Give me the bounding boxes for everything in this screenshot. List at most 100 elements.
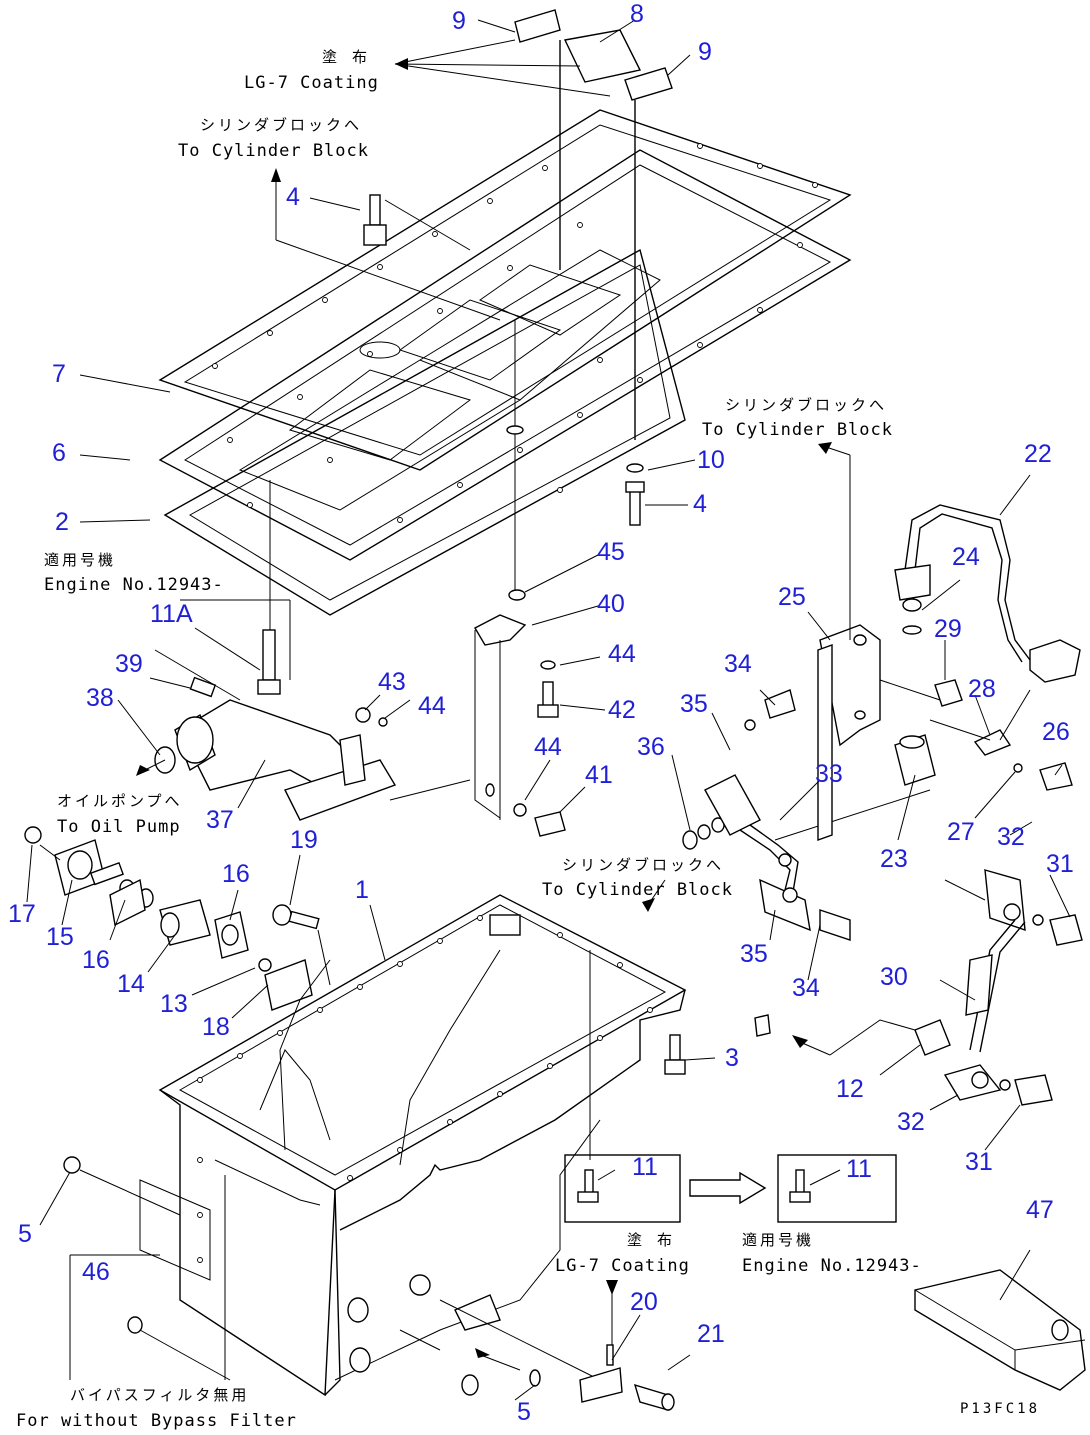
callout-44: 44 (418, 692, 446, 720)
callout-35: 35 (740, 940, 768, 968)
note-cyl-block-right-en: To Cylinder Block (702, 420, 893, 440)
note-engine-no-bottom-jp: 適用号機 (742, 1231, 814, 1249)
callout-9: 9 (698, 38, 712, 66)
callout-42: 42 (608, 696, 636, 724)
left-fittings-group (24, 826, 331, 1011)
note-cyl-block-right-jp: シリンダブロックへ (725, 396, 887, 414)
callout-16: 16 (82, 946, 110, 974)
callout-35: 35 (680, 690, 708, 718)
callout-44: 44 (534, 733, 562, 761)
callout-15: 15 (46, 923, 74, 951)
oil-pan-bolt-holes (197, 915, 653, 1263)
callout-numbers: 9 8 9 4 7 6 2 10 4 45 40 44 42 22 24 25 … (8, 0, 1074, 1426)
callout-16: 16 (222, 860, 250, 888)
callout-32: 32 (997, 823, 1025, 851)
note-arrows (136, 58, 666, 912)
callout-45: 45 (597, 538, 625, 566)
callout-13: 13 (160, 990, 188, 1018)
note-lg7-top-jp: 塗 布 (322, 48, 370, 66)
note-engine-no-left-en: Engine No.12943- (44, 575, 224, 595)
assembly-lines-upper (180, 320, 645, 695)
callout-39: 39 (115, 650, 143, 678)
callout-5: 5 (517, 1398, 531, 1426)
sensor-22-group (894, 504, 1081, 741)
callout-47: 47 (1026, 1196, 1054, 1224)
callout-21: 21 (697, 1320, 725, 1348)
lower-gasket (163, 248, 686, 616)
note-cyl-block-top-jp: シリンダブロックへ (200, 116, 362, 134)
callout-27: 27 (947, 818, 975, 846)
note-bypass-en: For without Bypass Filter (16, 1411, 297, 1431)
oil-pan-1 (158, 894, 687, 1397)
callout-23: 23 (880, 845, 908, 873)
callout-8: 8 (630, 0, 644, 28)
note-cyl-block-mid-en: To Cylinder Block (542, 880, 733, 900)
note-cyl-block-mid-jp: シリンダブロックへ (562, 856, 724, 874)
cover-47 (914, 1249, 1086, 1391)
note-bypass-jp: バイパスフィルタ無用 (70, 1386, 249, 1404)
bolt-4-upper (271, 168, 501, 321)
callout-36: 36 (637, 733, 665, 761)
callout-38: 38 (86, 684, 114, 712)
bolt-41-group (485, 783, 566, 837)
note-lg7-bottom-en: LG-7 Coating (555, 1256, 690, 1276)
note-lg7-top-en: LG-7 Coating (244, 73, 379, 93)
hose-30-group (943, 762, 1083, 1106)
note-oil-pump-jp: オイルポンプへ (57, 792, 183, 810)
callout-30: 30 (880, 963, 908, 991)
callout-4: 4 (286, 183, 300, 211)
callout-43: 43 (378, 668, 406, 696)
callout-9: 9 (452, 7, 466, 35)
middle-gasket (158, 149, 852, 561)
note-lg7-bottom-jp: 塗 布 (627, 1231, 675, 1249)
callout-11: 11 (846, 1155, 872, 1183)
pipe-33-group (682, 689, 931, 941)
leader-lines (26, 19, 1071, 1401)
callout-28: 28 (968, 675, 996, 703)
note-engine-no-bottom-en: Engine No.12943- (742, 1256, 922, 1276)
callout-18: 18 (202, 1013, 230, 1041)
callout-6: 6 (52, 439, 66, 467)
callout-2: 2 (55, 508, 69, 536)
callout-19: 19 (290, 826, 318, 854)
annotation-notes: 塗 布 LG-7 Coating シリンダブロックへ To Cylinder B… (16, 48, 1040, 1431)
callout-5: 5 (18, 1220, 32, 1248)
callout-22: 22 (1024, 440, 1052, 468)
callout-31: 31 (1046, 850, 1074, 878)
plug-5-group (63, 1156, 231, 1381)
note-cyl-block-top-en: To Cylinder Block (178, 141, 369, 161)
callout-20: 20 (630, 1288, 658, 1316)
callout-3: 3 (725, 1044, 739, 1072)
drawing-code: P13FC18 (960, 1401, 1040, 1417)
callout-4: 4 (693, 490, 707, 518)
note-oil-pump-en: To Oil Pump (57, 817, 181, 837)
callout-25: 25 (778, 583, 806, 611)
callout-1: 1 (355, 876, 369, 904)
callout-7: 7 (52, 360, 66, 388)
callout-33: 33 (815, 760, 843, 788)
callout-24: 24 (952, 543, 980, 571)
callout-12: 12 (836, 1075, 864, 1103)
callout-26: 26 (1042, 718, 1070, 746)
bracket-40-group (474, 589, 559, 820)
upper-gasket-plate (158, 109, 852, 471)
plate-bolt-holes (212, 143, 818, 523)
callout-17: 17 (8, 900, 36, 928)
callout-37: 37 (206, 806, 234, 834)
oil-pipe-37-group (154, 649, 471, 821)
callout-46: 46 (82, 1258, 110, 1286)
note-engine-no-left-jp: 適用号機 (44, 551, 116, 569)
callout-10: 10 (697, 446, 725, 474)
callout-34: 34 (724, 650, 752, 678)
dipstick-guide-25-group (817, 442, 1012, 841)
callout-32: 32 (897, 1108, 925, 1136)
callout-11: 11 (632, 1153, 658, 1181)
bracket-20-group (579, 1280, 691, 1411)
callout-29: 29 (934, 615, 962, 643)
callout-31: 31 (965, 1148, 993, 1176)
fitting-12-group (664, 1014, 951, 1075)
callout-14: 14 (117, 970, 145, 998)
callout-11A: 11A (150, 600, 193, 628)
callout-34: 34 (792, 974, 820, 1002)
